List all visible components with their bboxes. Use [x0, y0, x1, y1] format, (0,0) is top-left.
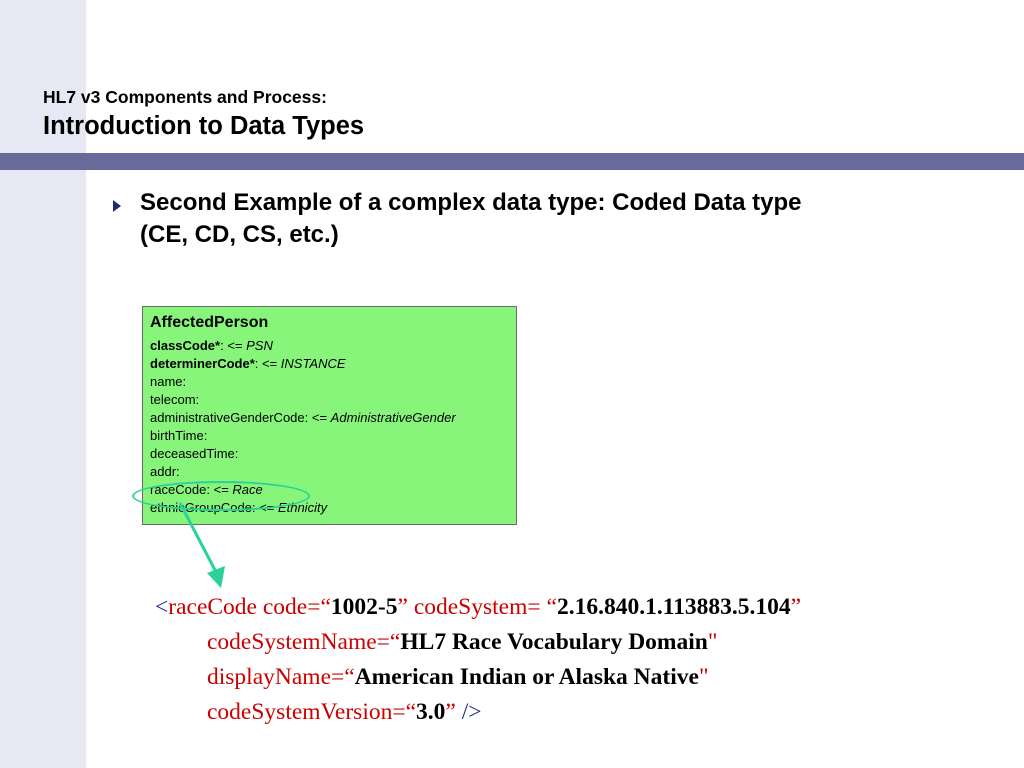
uml-attribute-name: administrativeGenderCode: — [150, 410, 309, 425]
xml-code-example: <raceCode code=“1002-5” codeSystem= “2.1… — [155, 590, 801, 730]
xml-value-displayname: American Indian or Alaska Native — [354, 664, 699, 690]
bullet-text: Second Example of a complex data type: C… — [140, 187, 960, 251]
xml-attr-codesystemname: codeSystemName=“ — [207, 629, 401, 655]
xml-value-codesystem: 2.16.840.1.113883.5.104 — [556, 594, 791, 620]
xml-quote: ” — [790, 594, 802, 620]
bullet-line-1: Second Example of a complex data type: C… — [140, 189, 802, 216]
uml-attribute: administrativeGenderCode: <= Administrat… — [150, 410, 456, 425]
uml-attribute-name: telecom: — [150, 392, 200, 407]
xml-quote: " — [698, 664, 709, 690]
xml-self-close: /> — [455, 699, 482, 725]
uml-attribute-value: INSTANCE — [280, 356, 346, 371]
header-divider-band — [0, 153, 1024, 170]
uml-attribute: deceasedTime: — [150, 446, 238, 461]
uml-attribute-name: determinerCode* — [150, 356, 255, 371]
xml-line-1: <raceCode code=“1002-5” codeSystem= “2.1… — [155, 590, 801, 625]
uml-attribute-value: PSN — [246, 338, 273, 353]
slide-subtitle: HL7 v3 Components and Process: — [43, 87, 327, 107]
xml-quote: " — [707, 629, 718, 655]
xml-open-bracket: < — [155, 594, 169, 620]
uml-attribute-name: birthTime: — [150, 428, 208, 443]
uml-attribute-name: addr: — [150, 464, 180, 479]
uml-attribute: addr: — [150, 464, 180, 479]
uml-attribute-name: classCode* — [150, 338, 221, 353]
xml-attr-displayname: displayName=“ — [207, 664, 355, 690]
xml-value-codesystemname: HL7 Race Vocabulary Domain — [400, 629, 708, 655]
race-code-highlight — [132, 481, 310, 511]
bullet-line-2: (CE, CD, CS, etc.) — [140, 221, 339, 248]
uml-attribute: birthTime: — [150, 428, 207, 443]
xml-attr-code: code=“ — [257, 594, 331, 620]
uml-attribute-value: AdministrativeGender — [330, 410, 456, 425]
uml-attribute-operator: <= — [308, 410, 331, 425]
xml-tag-name: raceCode — [168, 594, 257, 620]
uml-attribute: name: — [150, 374, 186, 389]
uml-attribute: telecom: — [150, 392, 199, 407]
xml-line-3: displayName=“American Indian or Alaska N… — [155, 660, 801, 695]
uml-attribute-operator: : <= — [254, 356, 281, 371]
xml-quote: ” — [397, 594, 414, 620]
left-decorative-band — [0, 0, 86, 768]
uml-attribute-name: deceasedTime: — [150, 446, 239, 461]
xml-quote: ” — [445, 699, 456, 725]
xml-line-2: codeSystemName=“HL7 Race Vocabulary Doma… — [155, 625, 801, 660]
triangle-right-icon — [113, 200, 121, 212]
uml-attribute-operator: : <= — [220, 338, 247, 353]
xml-attr-version: codeSystemVersion=“ — [207, 699, 417, 725]
xml-value-version: 3.0 — [416, 699, 446, 725]
uml-class-name: AffectedPerson — [150, 314, 269, 331]
uml-attribute: determinerCode*: <= INSTANCE — [150, 356, 346, 371]
uml-attribute: classCode*: <= PSN — [150, 338, 273, 353]
xml-attr-codesystem: codeSystem= “ — [413, 594, 557, 620]
uml-attribute-name: name: — [150, 374, 187, 389]
xml-value-code: 1002-5 — [330, 594, 398, 620]
slide-title: Introduction to Data Types — [43, 112, 365, 140]
xml-line-4: codeSystemVersion=“3.0” /> — [155, 695, 801, 730]
